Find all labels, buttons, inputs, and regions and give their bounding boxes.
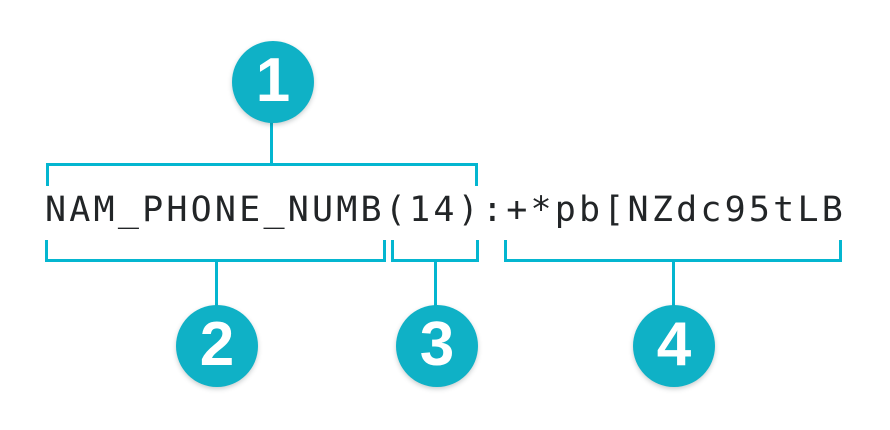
callout-3-number: 3 (419, 309, 455, 379)
callout-3-stem (434, 259, 437, 309)
callout-1-badge: 1 (232, 41, 314, 123)
separator-text: : (481, 190, 507, 230)
callout-3-badge: 3 (396, 305, 478, 387)
callout-2-stem (215, 259, 218, 309)
callout-4-number: 4 (656, 309, 692, 379)
callout-1-bracket (46, 163, 478, 186)
record-string: NAM_PHONE_NUMB(14):+*pb[NZdc95tLB (45, 193, 846, 228)
callout-4-stem (672, 259, 675, 309)
callout-2-number: 2 (199, 309, 235, 379)
field-length-text: (14) (384, 190, 482, 230)
callout-1-number: 1 (255, 45, 291, 115)
callout-2-badge: 2 (176, 305, 258, 387)
field-value-text: +*pb[NZdc95tLB (506, 190, 846, 230)
callout-1-stem (270, 118, 273, 166)
callout-4-badge: 4 (633, 305, 715, 387)
field-name-text: NAM_PHONE_NUMB (45, 190, 385, 230)
